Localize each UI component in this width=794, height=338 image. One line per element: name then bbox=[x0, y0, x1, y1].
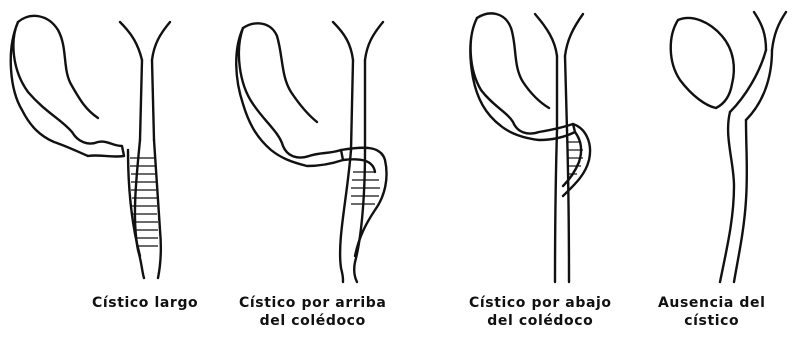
hepatic-fork-2 bbox=[333, 22, 383, 60]
caption-line: Cístico por arriba bbox=[239, 294, 386, 312]
caption-panel-4: Ausencia del cístico bbox=[658, 294, 766, 330]
gallbladder-3 bbox=[470, 18, 575, 140]
caption-panel-3: Cístico por abajo del colédoco bbox=[469, 294, 612, 330]
diagram-cistico-arriba bbox=[225, 0, 435, 338]
panel-cistico-arriba: Cístico por arriba del colédoco bbox=[225, 0, 435, 338]
caption-line: Cístico largo bbox=[92, 294, 198, 312]
hepatic-fork-3 bbox=[535, 14, 583, 56]
hepatic-fork-1 bbox=[120, 22, 170, 60]
gallbladder-2 bbox=[236, 28, 343, 166]
caption-line: cístico bbox=[658, 312, 766, 330]
caption-panel-2: Cístico por arriba del colédoco bbox=[239, 294, 386, 330]
common-duct-1 bbox=[135, 140, 161, 278]
caption-line: Cístico por abajo bbox=[469, 294, 612, 312]
caption-line: del colédoco bbox=[239, 312, 386, 330]
diagram-cistico-abajo bbox=[455, 0, 635, 338]
diagram-cistico-largo bbox=[0, 0, 210, 338]
caption-line: del colédoco bbox=[469, 312, 612, 330]
panel-ausencia-cistico: Ausencia del cístico bbox=[650, 0, 794, 338]
common-duct-2 bbox=[340, 150, 365, 282]
gallbladder-4 bbox=[671, 18, 734, 108]
panel-cistico-abajo: Cístico por abajo del colédoco bbox=[455, 0, 635, 338]
common-duct-4 bbox=[720, 112, 747, 282]
common-duct-3 bbox=[555, 130, 569, 282]
caption-line: Ausencia del bbox=[658, 294, 766, 312]
panel-cistico-largo: Cístico largo bbox=[0, 0, 210, 338]
caption-panel-1: Cístico largo bbox=[92, 294, 198, 312]
hepatic-fork-4 bbox=[754, 12, 786, 50]
diagram-ausencia-cistico bbox=[650, 0, 794, 338]
gallbladder-1 bbox=[11, 22, 124, 157]
